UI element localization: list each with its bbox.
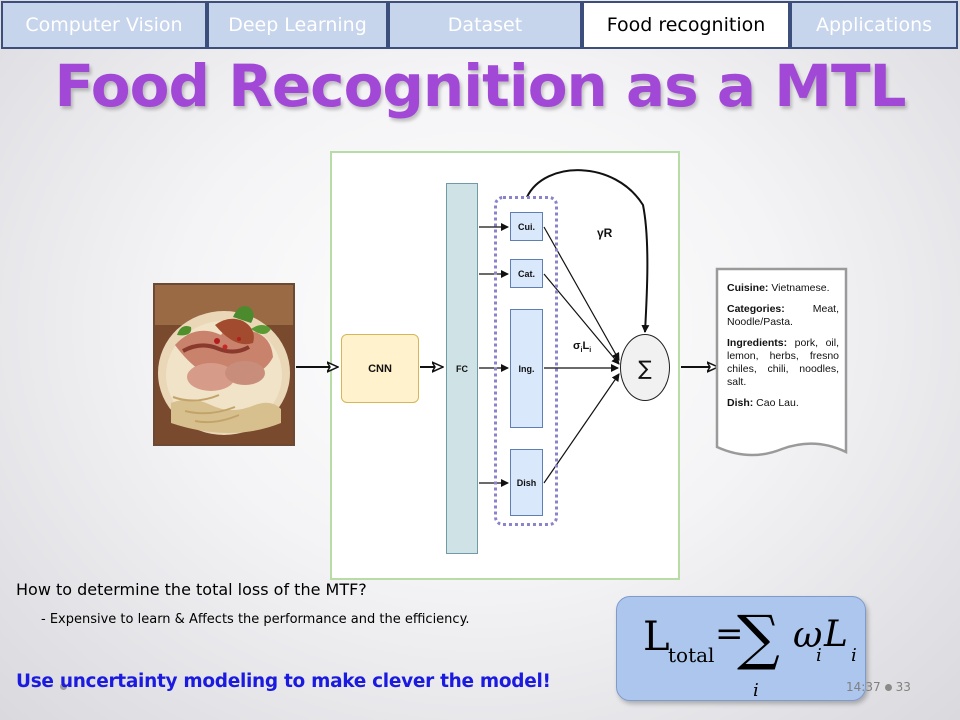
loss-subscript: i	[589, 347, 592, 355]
tab-deep-learning[interactable]: Deep Learning	[207, 1, 388, 49]
sum-symbol: ∑	[638, 355, 652, 380]
task-group-border	[494, 196, 558, 526]
ingredients-label: Ingredients:	[727, 337, 788, 349]
task-label: Cat.	[517, 268, 535, 279]
total-loss-formula-box: L total = ∑ ω i L i i	[616, 596, 866, 701]
formula-omega-subscript: i	[816, 645, 822, 666]
footer-time: 14:37	[846, 680, 881, 694]
footer-page-number: 33	[895, 680, 911, 694]
formula-equals: =	[715, 614, 744, 654]
cuisine-label: Cuisine:	[727, 282, 769, 294]
dish-label: Dish:	[727, 397, 754, 409]
fc-label: FC	[456, 363, 468, 374]
question-text: How to determine the total loss of the M…	[16, 580, 367, 599]
bullet-dot	[60, 683, 67, 690]
task-label: Cui.	[518, 221, 535, 232]
food-photo	[153, 283, 295, 446]
footer-separator-dot	[884, 684, 892, 691]
regularizer-label: γR	[597, 226, 613, 240]
food-photo-illustration	[155, 285, 293, 444]
callout-text: Use uncertainty modeling to make clever …	[16, 671, 551, 692]
tab-computer-vision[interactable]: Computer Vision	[1, 1, 207, 49]
slide-footer: 14:37 33	[846, 680, 911, 694]
dish-value: Cao Lau.	[753, 397, 799, 409]
categories-value: Meat, Noodle/Pasta.	[727, 303, 839, 328]
output-ingredients: Ingredients: pork, oil, lemon, herbs, fr…	[727, 337, 839, 389]
formula-omega: ω	[793, 615, 823, 656]
section-nav: Computer Vision Deep Learning Dataset Fo…	[0, 0, 960, 52]
ingredients-value: pork, oil, lemon, herbs, fresno chiles, …	[727, 337, 839, 388]
formula-sum-symbol: ∑	[737, 603, 780, 673]
loss-symbol: L	[582, 340, 590, 352]
sigma-symbol: σ	[573, 340, 581, 352]
formula-total-subscript: total	[668, 643, 715, 667]
task-dish: Dish	[510, 449, 543, 516]
cnn-block: CNN	[341, 334, 419, 403]
output-document-text: Cuisine: Vietnamese. Categories: Meat, N…	[727, 282, 839, 418]
task-cuisine: Cui.	[510, 212, 543, 241]
formula-sum-index: i	[753, 680, 759, 701]
fc-layer: FC	[446, 183, 478, 554]
sigma-subscript: i	[580, 347, 583, 355]
cuisine-value: Vietnamese.	[768, 282, 830, 294]
weighted-loss-label: σiLi	[573, 340, 591, 354]
task-label: Ing.	[518, 363, 535, 374]
formula-L-subscript: i	[851, 645, 857, 666]
tab-dataset[interactable]: Dataset	[388, 1, 582, 49]
slide-title: Food Recognition as a MTL	[54, 52, 907, 120]
task-category: Cat.	[510, 259, 543, 288]
output-categories: Categories: Meat, Noodle/Pasta.	[727, 303, 839, 329]
tab-food-recognition[interactable]: Food recognition	[582, 1, 790, 49]
sum-node: ∑	[620, 334, 670, 401]
output-dish: Dish: Cao Lau.	[727, 397, 839, 410]
task-ingredients: Ing.	[510, 309, 543, 428]
formula-L-i: L	[824, 614, 848, 655]
formula-L: L	[643, 614, 670, 660]
sub-point-text: - Expensive to learn & Affects the perfo…	[41, 612, 470, 627]
tab-applications[interactable]: Applications	[790, 1, 958, 49]
task-label: Dish	[516, 477, 537, 488]
cnn-label: CNN	[368, 362, 392, 375]
output-cuisine: Cuisine: Vietnamese.	[727, 282, 839, 295]
categories-label: Categories:	[727, 303, 785, 315]
